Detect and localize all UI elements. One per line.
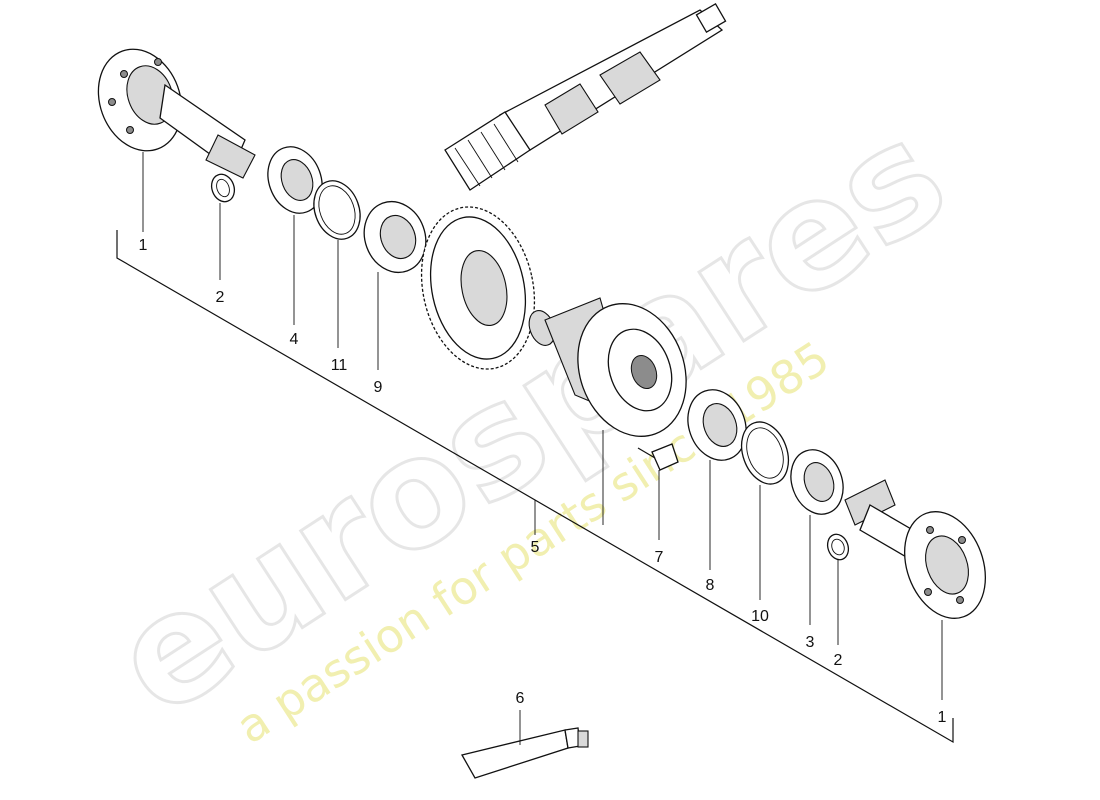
seal-4-inner bbox=[280, 159, 314, 201]
pinion-shaft bbox=[444, 2, 727, 191]
flange-bolt-hole bbox=[108, 98, 116, 106]
housing-bore bbox=[630, 355, 658, 389]
pinion-gear bbox=[444, 111, 531, 191]
circlip-right-inner bbox=[831, 538, 845, 556]
callout-4: 4 bbox=[290, 331, 299, 348]
pinion-teeth bbox=[454, 123, 519, 187]
bolt-7 bbox=[637, 443, 679, 471]
right-flange-hub bbox=[925, 535, 969, 595]
right-spline bbox=[844, 479, 896, 526]
callout-7: 7 bbox=[655, 549, 664, 566]
circlip-left bbox=[210, 173, 236, 203]
bolt-head bbox=[651, 443, 679, 471]
seal-3-inner bbox=[803, 462, 835, 502]
callout-5: 5 bbox=[531, 539, 540, 556]
callout-11: 11 bbox=[331, 357, 348, 374]
circlip-right bbox=[826, 533, 850, 561]
left-spline bbox=[205, 134, 256, 179]
assembly-bracket bbox=[116, 230, 954, 744]
bearing-9-inner bbox=[379, 214, 417, 260]
circlip-left-inner bbox=[216, 178, 230, 198]
tube-body bbox=[461, 729, 569, 779]
ring-gear-bore bbox=[460, 250, 508, 326]
right-flange-shaft bbox=[844, 479, 987, 619]
shaft-spline-2 bbox=[544, 83, 599, 135]
flange-bolt-hole bbox=[120, 70, 128, 78]
shim-10-inner bbox=[746, 427, 784, 479]
callout-10: 10 bbox=[751, 608, 769, 625]
flange-bolt-hole bbox=[926, 526, 934, 534]
callout-1b: 1 bbox=[938, 709, 947, 726]
ring-gear bbox=[420, 206, 536, 370]
differential-housing bbox=[528, 297, 687, 437]
flange-bolt-hole bbox=[924, 588, 932, 596]
left-flange-shaft bbox=[97, 48, 256, 179]
flange-bolt-hole bbox=[126, 126, 134, 134]
callout-2b: 2 bbox=[834, 652, 843, 669]
callout-2a: 2 bbox=[216, 289, 225, 306]
callout-8: 8 bbox=[706, 577, 715, 594]
bolt-thread bbox=[637, 447, 656, 459]
flange-bolt-hole bbox=[154, 58, 162, 66]
leader-lines bbox=[142, 152, 943, 745]
callout-9: 9 bbox=[374, 379, 383, 396]
shaft-end bbox=[695, 2, 727, 34]
callout-labels: 1 2 4 11 9 5 7 8 10 3 2 1 6 bbox=[139, 237, 947, 726]
shim-10 bbox=[740, 421, 790, 485]
tube-cap bbox=[577, 730, 589, 748]
callout-1a: 1 bbox=[139, 237, 148, 254]
flange-bolt-hole bbox=[958, 536, 966, 544]
flange-bolt-hole bbox=[956, 596, 964, 604]
shim-11-inner bbox=[318, 185, 356, 235]
callout-3: 3 bbox=[806, 634, 815, 651]
callout-6: 6 bbox=[516, 690, 525, 707]
shaft-spline bbox=[599, 51, 661, 105]
grease-tube-6 bbox=[461, 727, 589, 779]
bearing-8-inner bbox=[702, 403, 738, 447]
